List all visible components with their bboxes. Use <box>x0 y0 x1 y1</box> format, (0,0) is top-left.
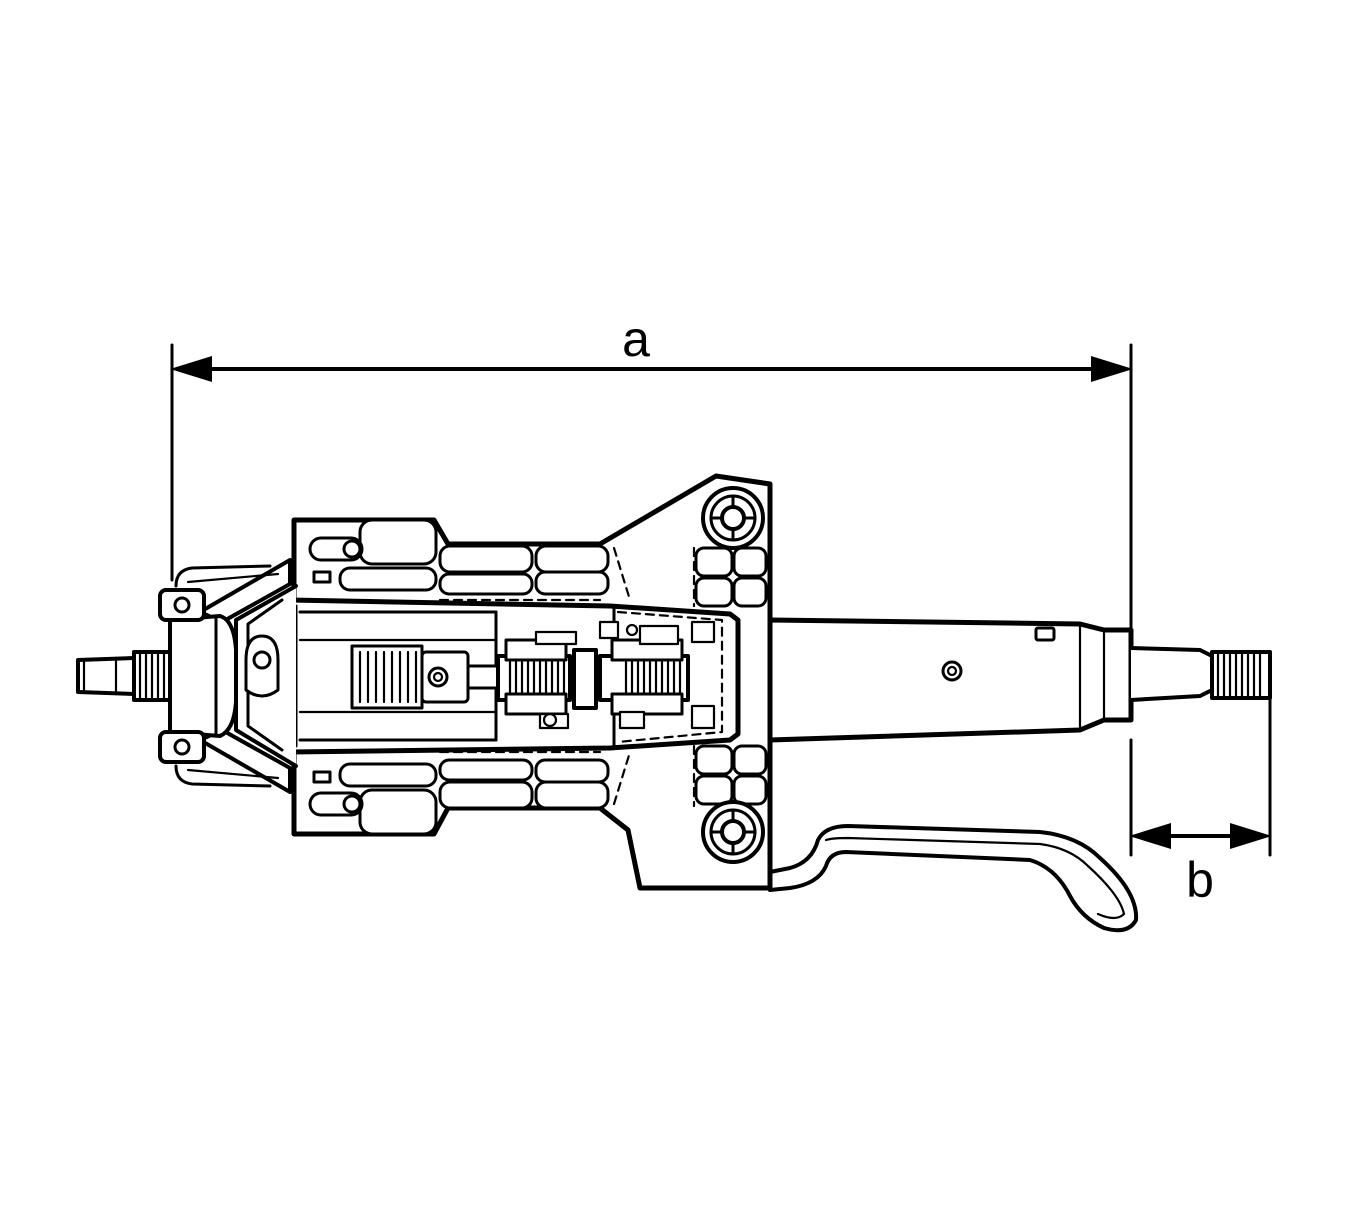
universal-joint-yoke <box>158 558 332 794</box>
mount-hole-lower <box>701 800 765 864</box>
dimension-b-arrow-right <box>1230 823 1272 849</box>
shaft-slot <box>1034 626 1056 642</box>
lock-cylinder <box>350 644 424 710</box>
dimension-a-label: a <box>622 311 650 367</box>
column-housing <box>287 597 741 755</box>
input-stub-shaft <box>76 650 172 702</box>
dimension-b: b <box>1129 698 1272 908</box>
dimension-b-arrow-left <box>1129 823 1171 849</box>
dimension-a-arrow-left <box>170 356 212 382</box>
shaft-screw <box>941 660 963 682</box>
tilt-lever <box>768 824 1139 933</box>
dimension-a: a <box>170 311 1133 630</box>
mount-hole-upper <box>701 486 765 550</box>
steering-shaft <box>767 617 1272 743</box>
dimension-a-arrow-right <box>1091 356 1133 382</box>
dimension-b-label: b <box>1186 852 1214 908</box>
stub-shaft <box>76 656 136 696</box>
